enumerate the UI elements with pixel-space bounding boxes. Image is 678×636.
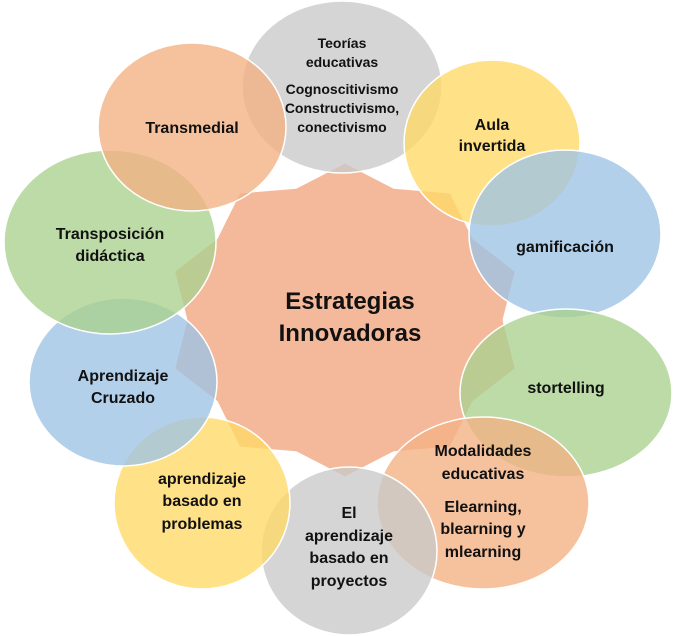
node-circle-transmedial: [97, 42, 287, 212]
node-label-stortelling: stortelling: [527, 380, 604, 397]
node-label-line: stortelling: [527, 380, 604, 397]
node-label-line: Cognoscitivismo: [286, 81, 399, 97]
node-label-line: Modalidades: [435, 443, 532, 460]
center-shape: [175, 163, 515, 477]
node-label-line: Aula: [475, 117, 510, 134]
node-label-transmedial: Transmedial: [145, 120, 238, 137]
node-label-line: basado en: [162, 493, 241, 510]
node-label-line: Cruzado: [91, 390, 155, 407]
node-label-line: El: [341, 505, 356, 522]
node-label-line: Transposición: [56, 226, 164, 243]
node-label-line: Elearning,: [444, 499, 521, 516]
node-label-line: educativas: [306, 54, 379, 70]
node-label-line: problemas: [162, 516, 243, 533]
node-label-proyectos: El aprendizaje basado en proyectos: [305, 505, 393, 590]
center-label-line: Innovadoras: [279, 320, 422, 347]
node-label-line: Teorías: [318, 35, 367, 51]
node-label-aula: Aula invertida: [459, 117, 526, 155]
node-label-line: conectivismo: [297, 119, 386, 135]
node-label-line: aprendizaje: [158, 471, 246, 488]
node-label-line: Constructivismo,: [285, 100, 399, 116]
node-label-line: didáctica: [75, 248, 144, 265]
node-label-transposicion: Transposición didáctica: [56, 226, 164, 265]
node-label-line: Transmedial: [145, 120, 238, 137]
node-label-line: mlearning: [445, 544, 521, 561]
center-label-line: Estrategias: [285, 288, 414, 315]
node-circle-gamificacion: [468, 149, 662, 319]
node-label-problemas: aprendizaje basado en problemas: [158, 471, 246, 533]
node-label-line: invertida: [459, 138, 526, 155]
node-label-line: Aprendizaje: [78, 368, 169, 385]
node-label-line: gamificación: [516, 239, 614, 256]
node-label-line: educativas: [442, 466, 525, 483]
node-label-line: aprendizaje: [305, 528, 393, 545]
node-label-line: proyectos: [311, 573, 388, 590]
node-label-teorias: Teorías educativasCognoscitivismoConstruc…: [285, 35, 399, 135]
node-label-gamificacion: gamificación: [516, 239, 614, 256]
node-label-line: basado en: [309, 550, 388, 567]
node-label-line: blearning y: [440, 521, 525, 538]
